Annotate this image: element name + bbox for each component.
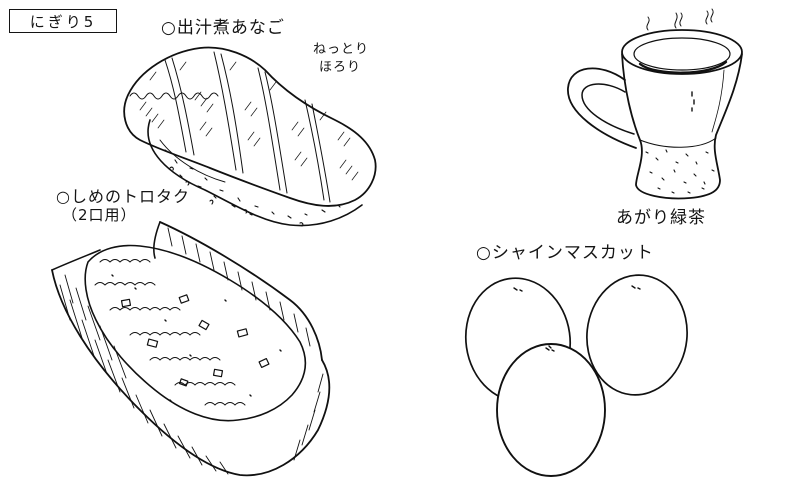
torotaku-label: ○しめのトロタク — [56, 187, 190, 206]
tea-label: あがり緑茶 — [616, 208, 706, 228]
muscat-grapes-drawing — [464, 274, 688, 477]
anago-nigiri-drawing — [123, 46, 377, 227]
torotaku-note: （2口用） — [62, 206, 137, 224]
anago-label: ○出汁煮あなご — [161, 18, 285, 38]
page-title-box: にぎり5 — [9, 9, 117, 33]
anago-note-line2: ほろり — [319, 60, 362, 75]
torotaku-drawing — [51, 221, 331, 477]
muscat-label: ○シャインマスカット — [476, 243, 654, 263]
anago-note-line1: ねっとり — [313, 42, 370, 57]
tea-cup-drawing — [567, 8, 743, 200]
